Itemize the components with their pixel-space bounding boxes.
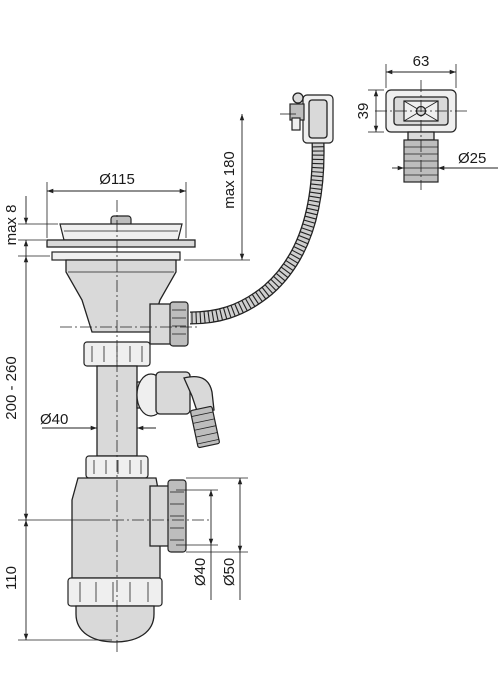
dimension-overflow-width: 63 [413, 53, 430, 70]
appliance-connector [136, 371, 220, 449]
dimension-strainer-height: max 8 [3, 205, 20, 246]
bottle-trap [67, 477, 187, 643]
dimension-lines [18, 64, 498, 641]
dimension-overflow-height: 39 [355, 103, 372, 120]
dimension-outlet-diameter-outer: Ø50 [221, 558, 238, 586]
dimension-strainer-diameter: Ø115 [99, 171, 135, 188]
overflow-hose [189, 141, 325, 325]
overflow-head [289, 92, 334, 144]
dimension-overflow-hose-diameter: Ø25 [458, 150, 486, 167]
dimension-body-height: 200 - 260 [3, 356, 20, 419]
dimension-trap-height: 110 [3, 566, 20, 590]
drain-body [65, 259, 189, 479]
dimension-hose-height: max 180 [221, 151, 238, 209]
center-lines [60, 80, 470, 652]
dimension-outlet-diameter-inner: Ø40 [192, 558, 209, 586]
sink-strainer [46, 215, 196, 261]
dimension-pipe-diameter: Ø40 [40, 411, 68, 428]
